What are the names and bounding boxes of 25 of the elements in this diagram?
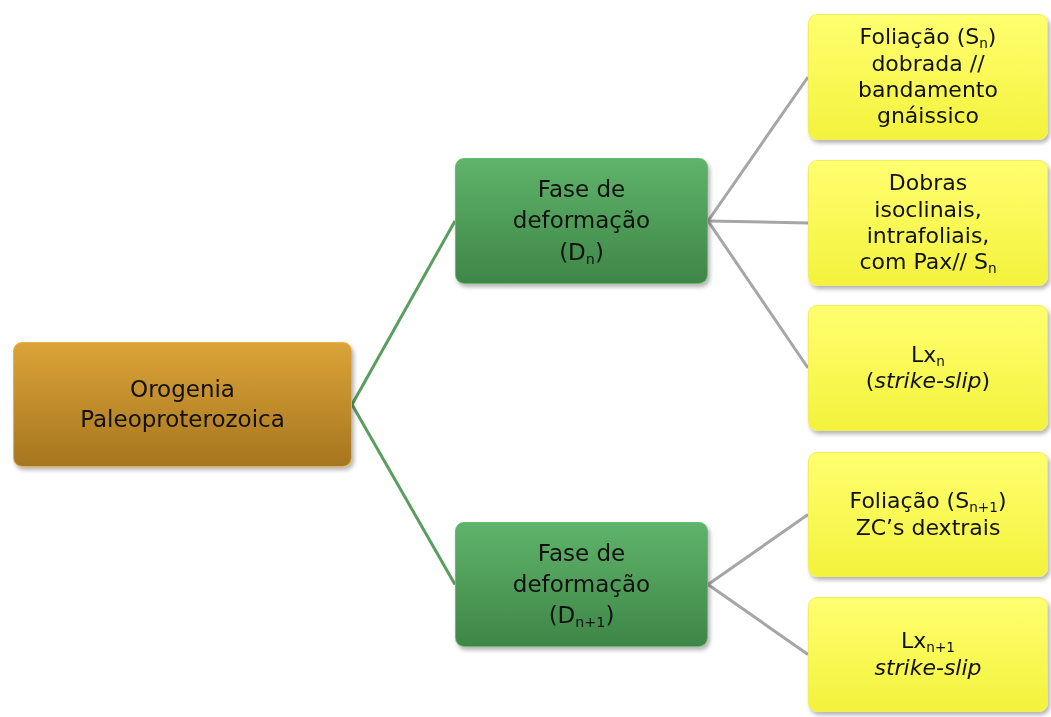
- connector-line: [707, 583, 809, 656]
- node-text: Lx$_{n}$: [911, 341, 945, 368]
- connector-line: [706, 76, 810, 222]
- feature-box: [808, 305, 1048, 431]
- node-text: Orogenia Paleoproterozoica: [79, 374, 286, 434]
- root-box: [13, 342, 352, 467]
- node-text: Foliação (S$_{n+1}$) ZC’s dextrais: [848, 488, 1008, 541]
- node-text: strike-slip: [874, 654, 982, 681]
- feature-box: [808, 452, 1048, 577]
- node-text: Dobras isoclinais, intrafoliais, com Pax// S$_{n}$: [858, 170, 998, 276]
- connector-line: [350, 220, 457, 406]
- phase-box: [455, 522, 708, 647]
- node-text: Foliação (S$_{n}$) dobrada // bandamento gnáissico: [857, 24, 999, 130]
- connector-line: [707, 219, 809, 225]
- connector-line: [707, 513, 809, 586]
- node-text: Fase de deformação (D$_{n+1}$): [511, 538, 652, 632]
- feature-box: [808, 160, 1048, 286]
- node-text: Fase de deformação (D$_{n}$): [511, 175, 652, 268]
- feature-box: [808, 14, 1048, 140]
- node-text: Lx$_{n+1}$: [901, 628, 955, 655]
- phase-box: [455, 158, 708, 284]
- feature-box: [808, 597, 1048, 712]
- connector-line: [350, 403, 457, 586]
- connector-line: [706, 220, 810, 369]
- node-text: (strike-slip): [865, 368, 991, 395]
